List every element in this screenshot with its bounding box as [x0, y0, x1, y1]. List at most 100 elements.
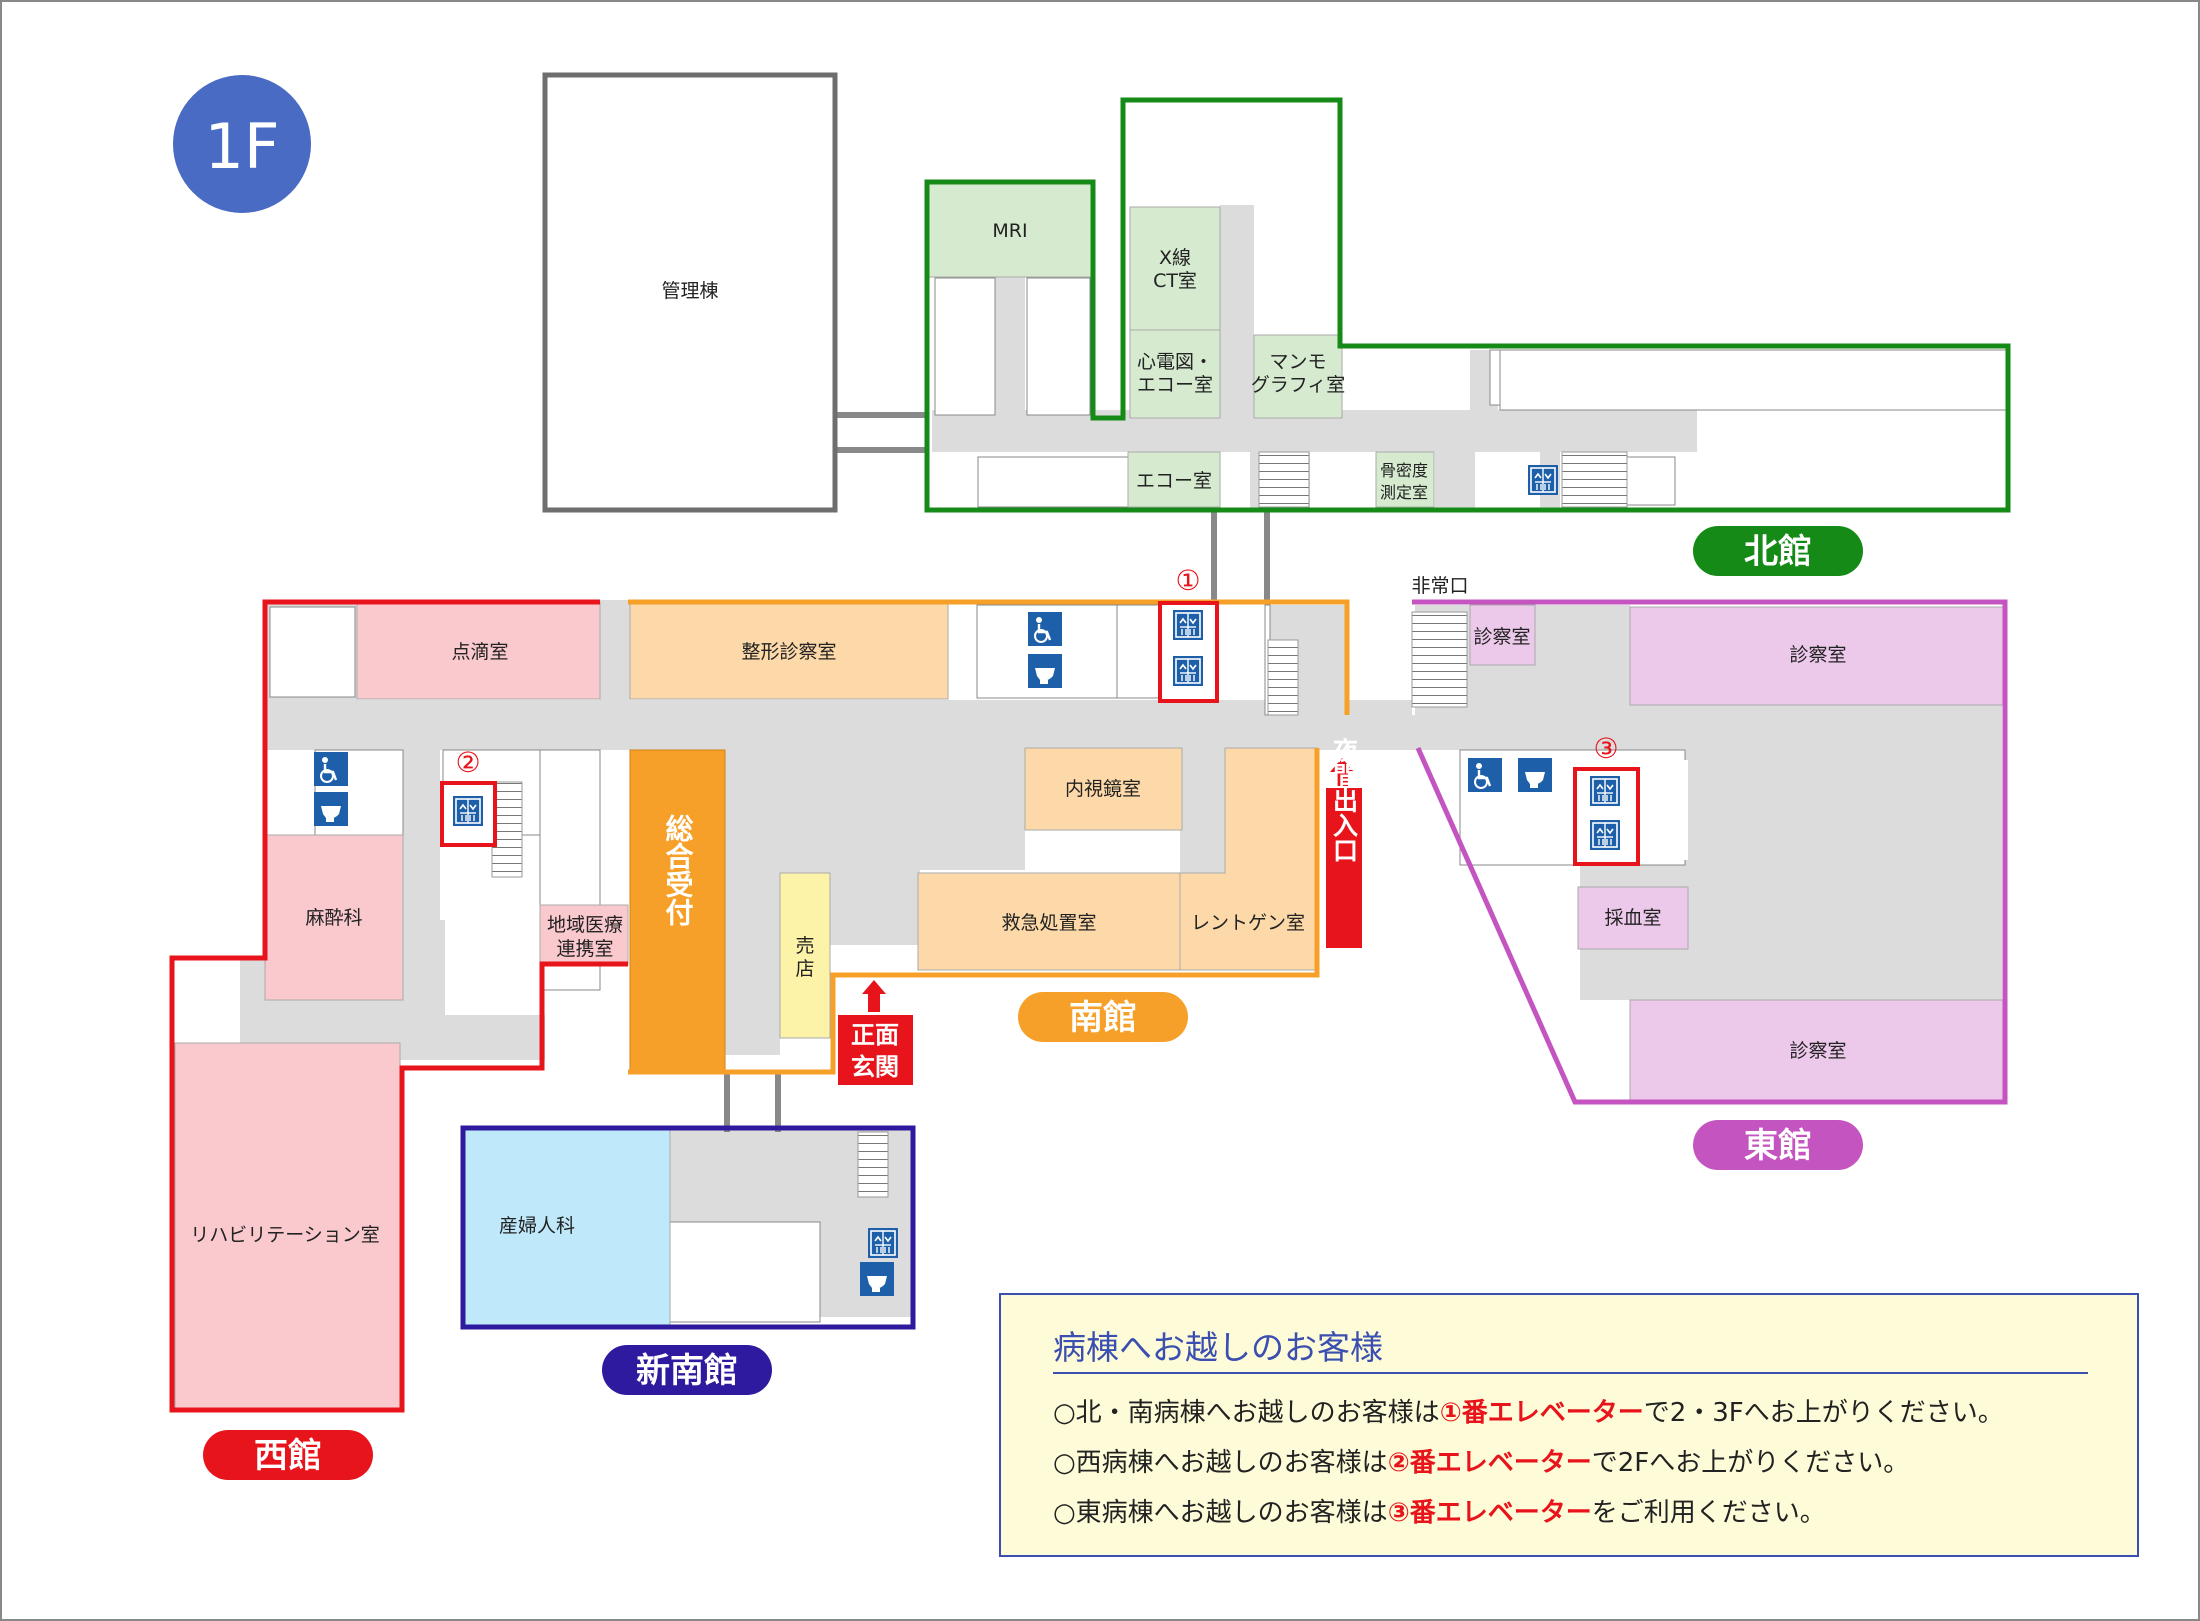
- label-regional-1: 地域医療: [547, 914, 623, 936]
- south-building-outline: [628, 599, 1350, 1075]
- reception-desk: [629, 749, 726, 1073]
- notice-line-1-tail: で2・3Fへお上がりください。: [1643, 1398, 2004, 1428]
- new-south-tag-label: 新南館: [636, 1351, 738, 1391]
- accessible-toilet-icon: [1466, 756, 1504, 794]
- room-ecg-echo: [1129, 329, 1221, 419]
- label-anesthesia: 麻酔科: [305, 907, 362, 929]
- north-tag-label: 北館: [1744, 532, 1812, 572]
- label-xray-room: レントゲン室: [1191, 912, 1305, 934]
- label-mammo-1: マンモ: [1269, 351, 1326, 373]
- elevator-icon: [1527, 464, 1559, 496]
- label-mri: MRI: [992, 220, 1027, 242]
- room-shop: [779, 872, 831, 1039]
- label-shop-1: 売: [795, 935, 814, 957]
- room-anesthesia: [264, 834, 404, 1001]
- notice-line-3: ○東病棟へお越しのお客様は③番エレベーターをご利用ください。: [1053, 1492, 1826, 1529]
- east-tag: [1693, 1120, 1863, 1170]
- label-er: 救急処置室: [1001, 912, 1096, 934]
- label-drip: 点滴室: [451, 641, 508, 663]
- notice-line-3-highlight: ③番エレベーター: [1387, 1498, 1592, 1528]
- label-blood: 採血室: [1604, 907, 1661, 929]
- label-reception: 総合受付: [662, 813, 695, 926]
- notice-line-1: ○北・南病棟へお越しのお客様は①番エレベーターで2・3Fへお上がりください。: [1053, 1392, 2004, 1429]
- room-endoscopy: [1024, 747, 1183, 831]
- night-entrance: 夜間出入口: [1326, 737, 1362, 948]
- building-tags: 北館 南館 東館 西館 新南館: [203, 526, 1863, 1480]
- label-emergency-exit: 非常口: [1411, 575, 1468, 597]
- room-echo: [1127, 451, 1221, 508]
- label-rehab: リハビリテーション室: [190, 1224, 380, 1246]
- notice-line-2-highlight: ②番エレベーター: [1387, 1448, 1592, 1478]
- east-tag-label: 東館: [1744, 1126, 1812, 1166]
- elevator-1-number: ①: [1175, 564, 1200, 597]
- notice-line-2-text: ○西病棟へお越しのお客様は: [1053, 1448, 1388, 1478]
- label-xray-2: CT室: [1153, 270, 1197, 292]
- room-rehab: [174, 1042, 401, 1411]
- label-exam-east-bottom: 診察室: [1789, 1040, 1846, 1062]
- notice-line-1-text: ○北・南病棟へお越しのお客様は: [1053, 1398, 1440, 1428]
- label-bone-2: 測定室: [1380, 483, 1428, 502]
- elevator-icon: [1589, 775, 1621, 807]
- room-regional: [539, 904, 629, 966]
- toilet-icon: [1518, 758, 1552, 792]
- elevator-2-number: ②: [455, 746, 480, 779]
- elevator-icon: [1172, 609, 1204, 641]
- label-echo: エコー室: [1136, 470, 1212, 492]
- notice-line-2-tail: で2Fへお上がりください。: [1591, 1448, 1910, 1478]
- elevator-2-box: [440, 781, 497, 847]
- new-south-tag: [602, 1345, 772, 1395]
- label-shop-2: 店: [795, 958, 814, 980]
- main-entrance: 正面 玄関: [838, 980, 913, 1085]
- label-ecg-2: エコー室: [1137, 374, 1213, 396]
- room-bone-density: [1375, 451, 1435, 508]
- main-entrance-label-2: 玄関: [851, 1053, 899, 1081]
- accessible-toilet-icon: [312, 750, 350, 788]
- elevator-icon: [867, 1227, 899, 1259]
- notice-line-2: ○西病棟へお越しのお客様は②番エレベーターで2Fへお上がりください。: [1053, 1442, 1909, 1479]
- label-admin: 管理棟: [661, 280, 718, 302]
- label-regional-2: 連携室: [556, 938, 613, 960]
- room-drip: [356, 601, 601, 700]
- notice-line-3-text: ○東病棟へお越しのお客様は: [1053, 1498, 1388, 1528]
- elevator-icon: [1172, 655, 1204, 687]
- label-bone-1: 骨密度: [1380, 461, 1428, 480]
- notice-title: 病棟へお越しのお客様: [1053, 1328, 1383, 1367]
- floor-badge: [173, 75, 311, 213]
- elevator-icon: [1589, 819, 1621, 851]
- label-ecg-1: 心電図・: [1137, 351, 1213, 373]
- south-tag-label: 南館: [1069, 998, 1137, 1038]
- room-mammography: [1253, 334, 1343, 419]
- label-xray-1: X線: [1159, 247, 1191, 269]
- notice-line-3-tail: をご利用ください。: [1591, 1498, 1826, 1528]
- notice-divider: [1053, 1372, 2088, 1374]
- toilet-icon: [314, 792, 348, 826]
- room-mri: [926, 181, 1096, 278]
- south-tag: [1018, 992, 1188, 1042]
- label-exam-east-top: 診察室: [1789, 644, 1846, 666]
- west-tag: [203, 1430, 373, 1480]
- north-tag: [1693, 526, 1863, 576]
- toilet-icon: [1028, 654, 1062, 688]
- main-entrance-label-1: 正面: [851, 1021, 899, 1049]
- room-exam-small: [1469, 604, 1536, 666]
- stairs: [491, 451, 1628, 1198]
- notice-box: 病棟へお越しのお客様 ○北・南病棟へお越しのお客様は①番エレベーターで2・3Fへ…: [999, 1293, 2139, 1557]
- toilet-icon: [860, 1262, 894, 1296]
- notice-line-1-highlight: ①番エレベーター: [1439, 1398, 1644, 1428]
- west-building-outline: [169, 599, 628, 1413]
- room-exam-east-top: [1629, 606, 2006, 706]
- elevator-3-number: ③: [1593, 732, 1618, 765]
- label-mammo-2: グラフィ室: [1251, 374, 1346, 396]
- arrow-up-icon: [1330, 758, 1354, 786]
- elevator-icon: [452, 795, 484, 827]
- floor-label: 1F: [204, 110, 279, 183]
- room-ortho: [629, 601, 949, 700]
- label-endoscopy: 内視鏡室: [1065, 778, 1141, 800]
- arrow-up-icon: [862, 980, 886, 1012]
- new-south-building-outline: [460, 1125, 916, 1330]
- north-building-outline: [924, 97, 2011, 513]
- room-blood: [1577, 886, 1689, 950]
- label-obgyn: 産婦人科: [499, 1215, 575, 1237]
- room-er: [917, 872, 1181, 971]
